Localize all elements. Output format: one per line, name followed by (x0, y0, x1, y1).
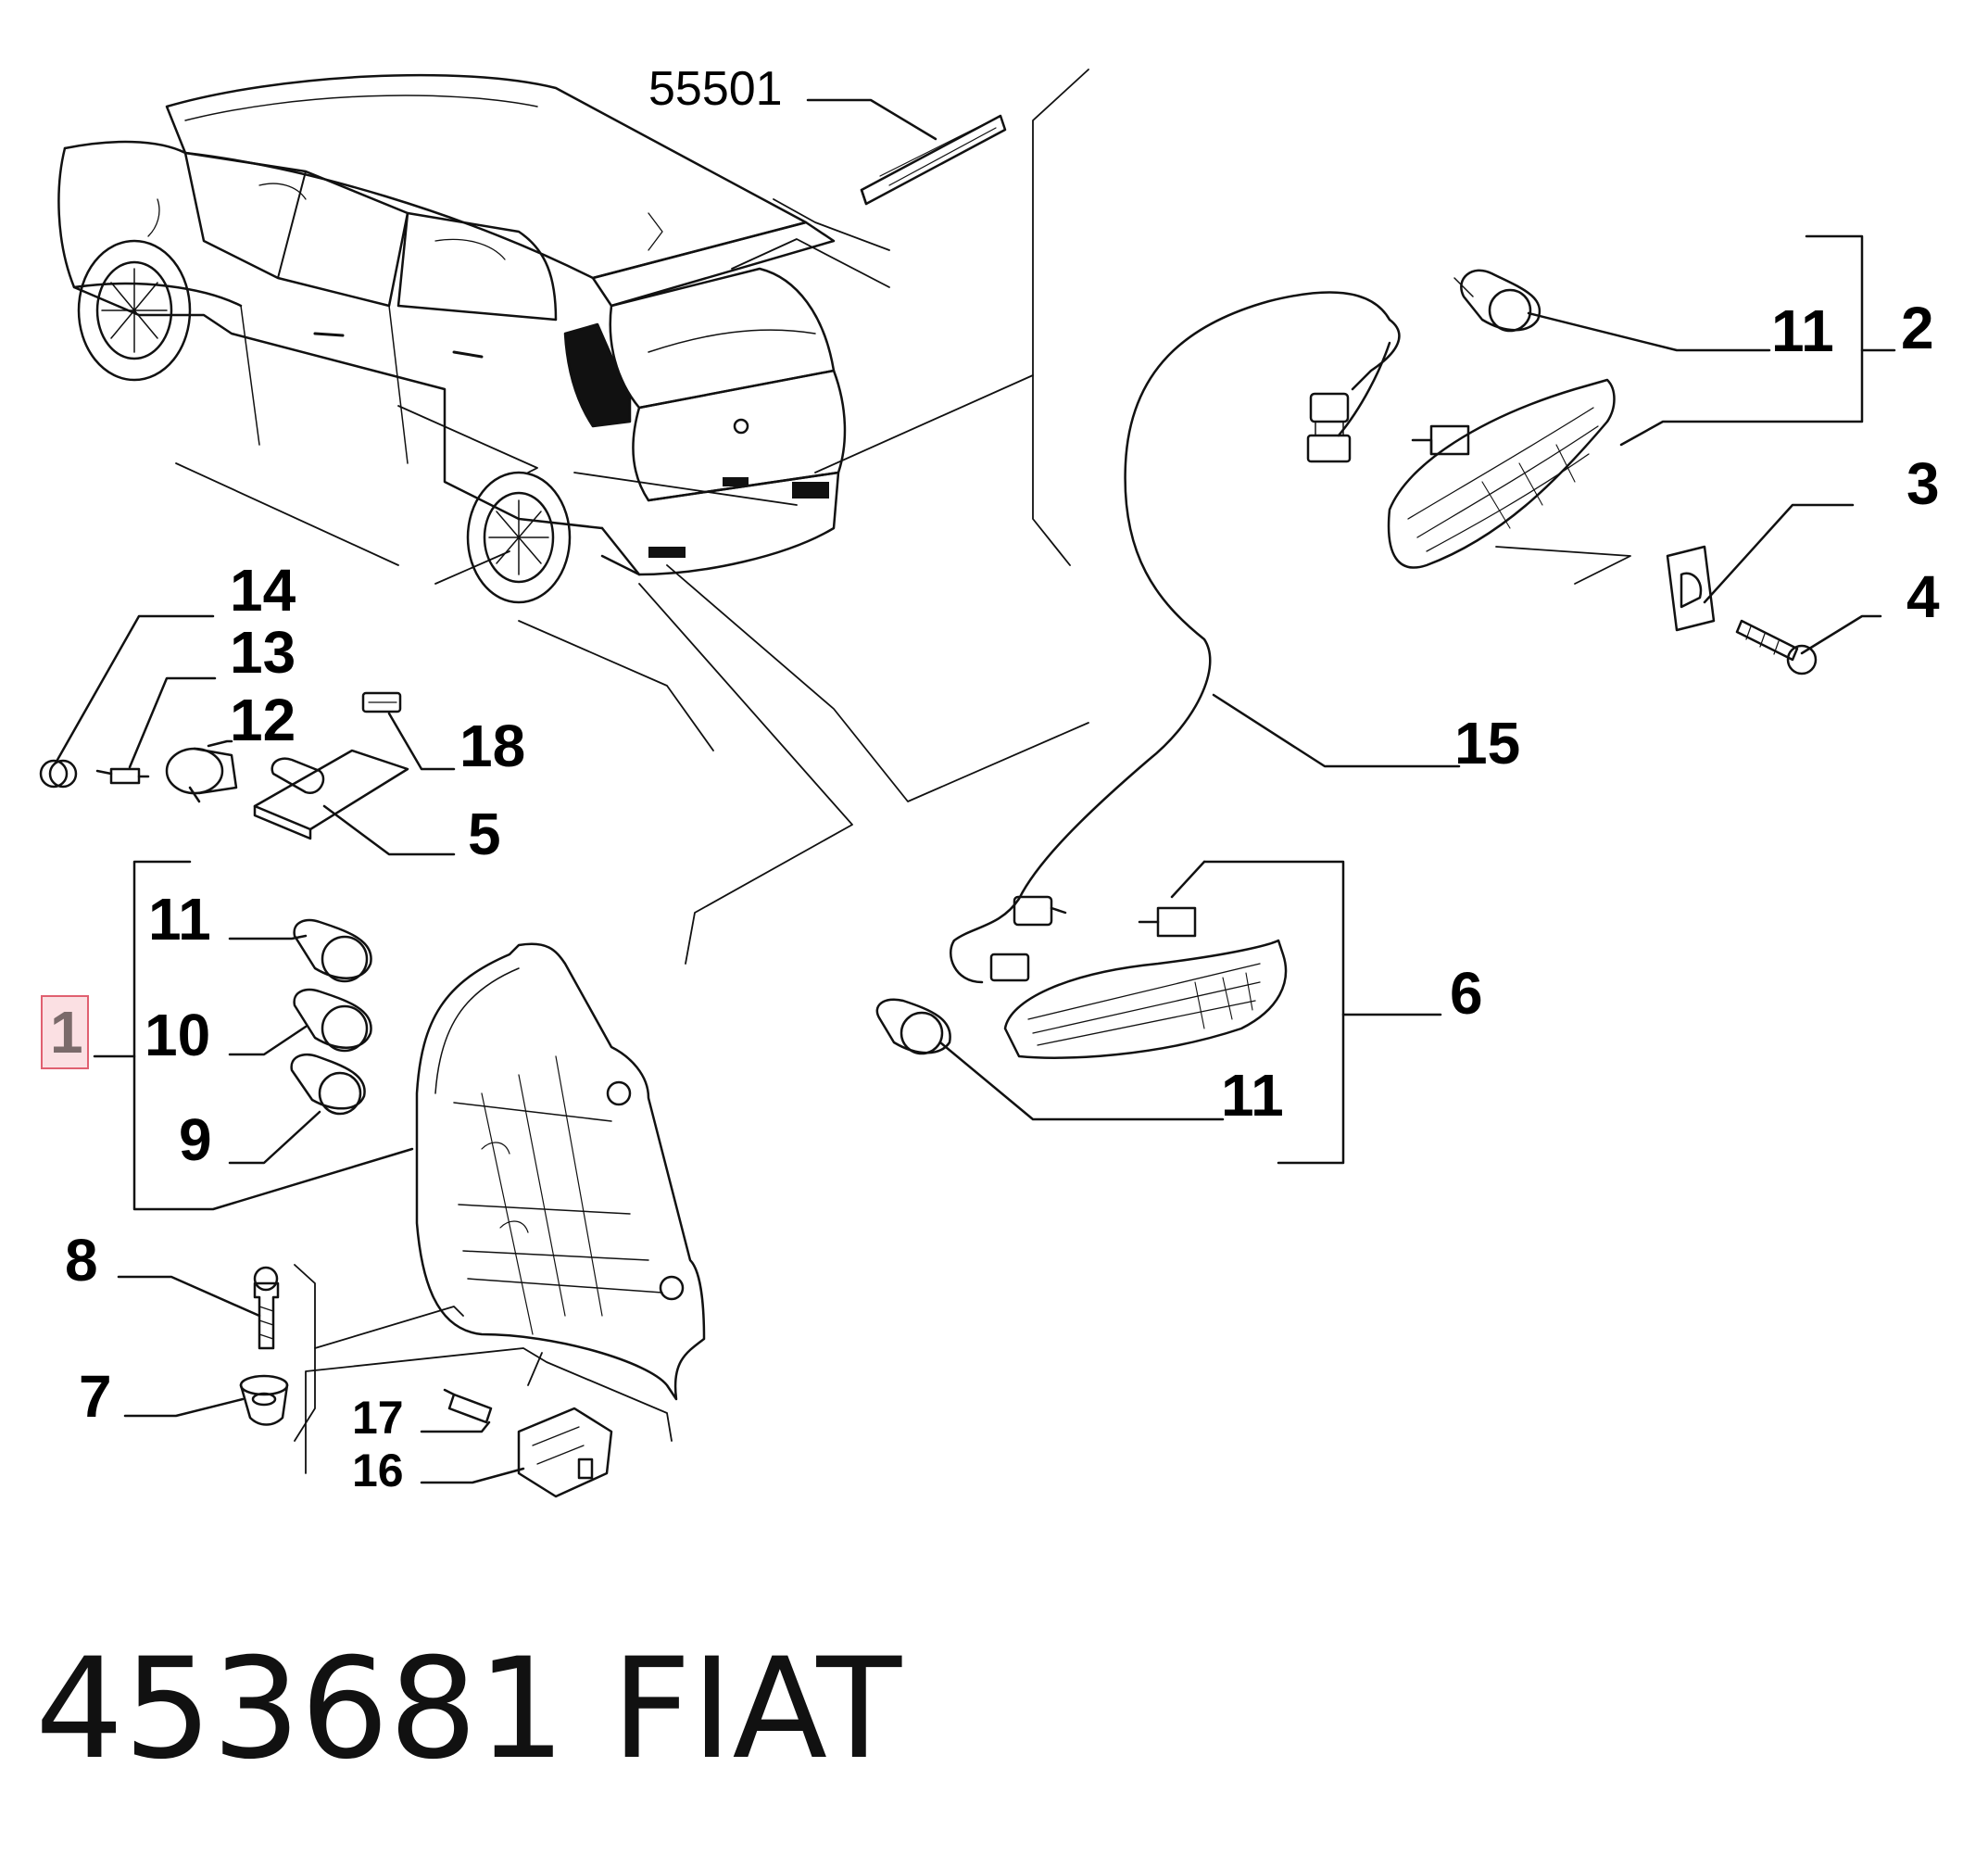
tail-light-assembly (417, 944, 704, 1399)
bracket-6 (1204, 862, 1343, 1163)
clip-3 (1667, 547, 1714, 630)
bulb-9 (292, 1054, 365, 1114)
leader-12 (208, 741, 232, 746)
callout-2: 2 (1901, 295, 1934, 361)
callout-9: 9 (179, 1106, 212, 1173)
side-marker-light-lower (1005, 908, 1286, 1058)
highlight-box (41, 995, 89, 1069)
callout-16: 16 (352, 1445, 404, 1496)
bulb-11-left (295, 920, 371, 981)
wiring-harness (950, 292, 1399, 982)
leader-8 (119, 1277, 259, 1316)
callout-10: 10 (145, 1002, 211, 1068)
callout-11-left: 11 (148, 886, 211, 953)
part-number: 453681 (35, 1629, 566, 1790)
car-illustration (58, 75, 845, 602)
guide-lines (176, 69, 1088, 964)
callout-17: 17 (352, 1392, 404, 1444)
bracket-2 (1621, 236, 1862, 445)
callout-8: 8 (65, 1227, 98, 1294)
terminal-17 (445, 1390, 491, 1422)
small-bulb-18 (363, 693, 400, 712)
bulbholder-12 (167, 749, 236, 801)
leader-18 (389, 713, 454, 769)
bulb-11-top (1454, 271, 1540, 331)
callout-55501: 55501 (648, 62, 783, 116)
callout-11-top: 11 (1771, 297, 1834, 364)
grommet-14 (41, 761, 76, 787)
leader-14 (57, 616, 213, 760)
leader-15 (1214, 695, 1459, 766)
bracket-17-16 (306, 1348, 672, 1473)
bracket-6-top (1172, 862, 1204, 897)
screw-8 (255, 1268, 278, 1348)
leader-9 (230, 1112, 320, 1163)
bracket-8-7 (295, 1265, 315, 1441)
leader-10 (230, 1027, 306, 1054)
leader-11-top (1529, 313, 1769, 350)
screw-4 (1737, 621, 1816, 674)
nut-7 (241, 1376, 287, 1425)
callout-4: 4 (1906, 563, 1940, 630)
callout-14: 14 (230, 557, 296, 624)
leader-11-left (230, 936, 306, 939)
leader-11-right (940, 1042, 1223, 1119)
leader-13 (130, 678, 215, 767)
connector-13 (97, 769, 148, 783)
brand-name: FIAT (611, 1629, 902, 1790)
callout-3: 3 (1906, 450, 1940, 517)
third-brake-light (862, 116, 1005, 204)
leader-5 (324, 806, 454, 854)
leader-7 (125, 1399, 243, 1416)
connector-16 (519, 1408, 611, 1496)
bulb-11-right (877, 1000, 950, 1054)
callout-7: 7 (79, 1363, 112, 1430)
guide-8-7 (315, 1306, 463, 1348)
callout-12: 12 (230, 687, 296, 753)
bulb-10 (295, 990, 371, 1051)
leader-16 (422, 1469, 523, 1483)
bracket-1 (134, 862, 412, 1209)
guide-17-16 (528, 1353, 542, 1385)
callout-18: 18 (459, 713, 526, 779)
callout-5: 5 (468, 801, 501, 867)
leader-3 (1705, 505, 1853, 602)
callout-11-right: 11 (1221, 1062, 1284, 1129)
leader-17 (422, 1422, 489, 1432)
leader-55501 (808, 100, 936, 139)
guide-3 (1496, 547, 1630, 584)
callout-6: 6 (1450, 960, 1483, 1027)
callout-13: 13 (230, 619, 296, 686)
side-marker-light-upper (1389, 380, 1614, 568)
callout-1: 1 (50, 999, 83, 1066)
leader-4 (1802, 616, 1881, 653)
licence-lamp-5 (255, 751, 408, 839)
callout-15: 15 (1454, 710, 1521, 776)
